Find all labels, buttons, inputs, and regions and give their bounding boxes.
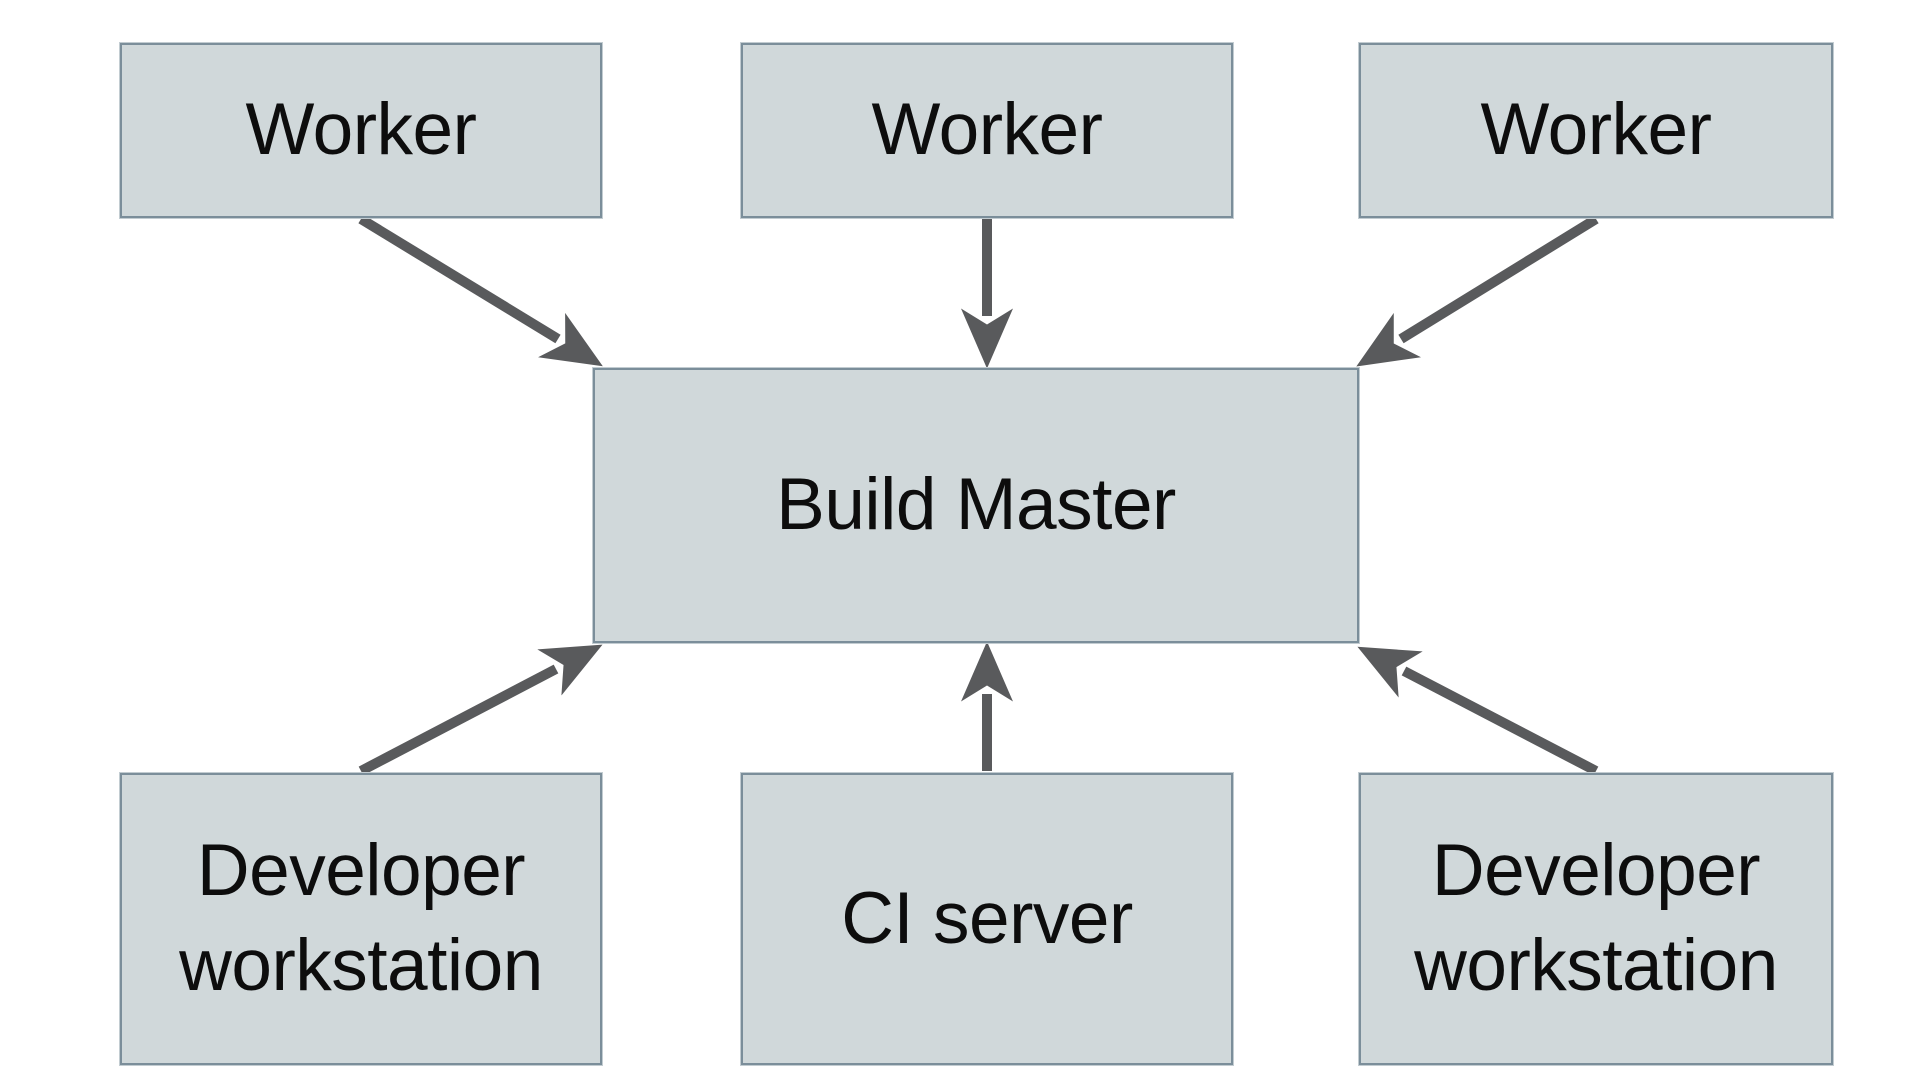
node-label: Developer workstation [1414,830,1778,1006]
node-label: Worker [871,89,1103,171]
node-worker-1: Worker [120,43,602,218]
arrow-developer-workstation-1-to-build-master [358,644,603,776]
node-worker-3: Worker [1359,43,1833,218]
node-label: Build Master [776,464,1176,546]
node-label: Worker [245,89,477,171]
node-label: Developer workstation [179,830,543,1006]
node-worker-2: Worker [741,43,1233,218]
node-label: CI server [841,877,1133,959]
node-label: Worker [1480,89,1712,171]
arrow-worker-1-to-build-master [358,214,603,367]
arrow-worker-3-to-build-master [1356,214,1599,367]
node-ci-server: CI server [741,773,1233,1065]
arrow-developer-workstation-2-to-build-master [1357,646,1599,776]
node-developer-workstation-2: Developer workstation [1359,773,1833,1065]
node-developer-workstation-1: Developer workstation [120,773,602,1065]
node-build-master: Build Master [593,368,1359,643]
